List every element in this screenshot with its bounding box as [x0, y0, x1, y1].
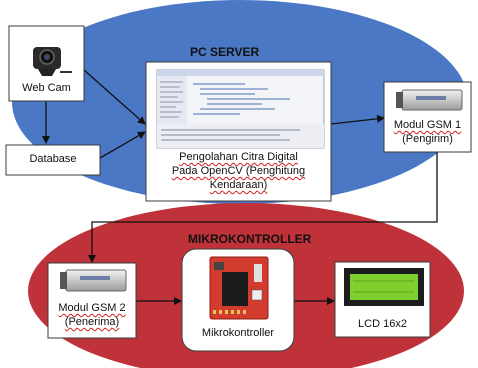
gsm2-label-line1: Modul GSM 2: [58, 302, 126, 314]
webcam-icon: [33, 47, 72, 76]
gsm2-label: Modul GSM 2 (Penerima): [48, 301, 136, 329]
mikrokontroller-title: MIKROKONTROLLER: [188, 232, 312, 246]
opencv-label-line2: Pada OpenCV (Penghitung: [171, 165, 306, 177]
gsm1-label-line2: (Pengirim): [402, 133, 453, 145]
connectors: [42, 69, 438, 305]
lcd-display-icon: [344, 268, 424, 306]
database-label: Database: [29, 153, 77, 165]
opencv-label-line3: Kendaraan): [209, 179, 268, 191]
arrow-webcam-to-opencv: [83, 69, 146, 125]
arrow-gsm1-to-gsm2: [88, 152, 438, 263]
lcd-label: LCD 16x2: [358, 318, 407, 330]
gsm1-module-icon: [396, 89, 463, 111]
arrow-database-to-opencv: [99, 131, 146, 159]
opencv-label: Pengolahan Citra Digital Pada OpenCV (Pe…: [146, 150, 331, 192]
arrow-opencv-to-gsm1: [330, 114, 385, 125]
mcu-label: Mikrokontroller: [201, 327, 275, 339]
pc-server-title: PC SERVER: [190, 45, 260, 59]
microcontroller-board-icon: [209, 256, 269, 320]
opencv-label-line1: Pengolahan Citra Digital: [179, 151, 298, 163]
gsm1-label: Modul GSM 1 (Pengirim): [384, 118, 471, 146]
gsm1-label-line1: Modul GSM 1: [393, 119, 462, 131]
opencv-screenshot-image: [156, 69, 325, 149]
database-box: [5, 144, 101, 176]
gsm2-module-icon: [60, 269, 127, 292]
webcam-label: Web Cam: [22, 82, 71, 94]
gsm2-label-line2: (Penerima): [64, 316, 120, 328]
